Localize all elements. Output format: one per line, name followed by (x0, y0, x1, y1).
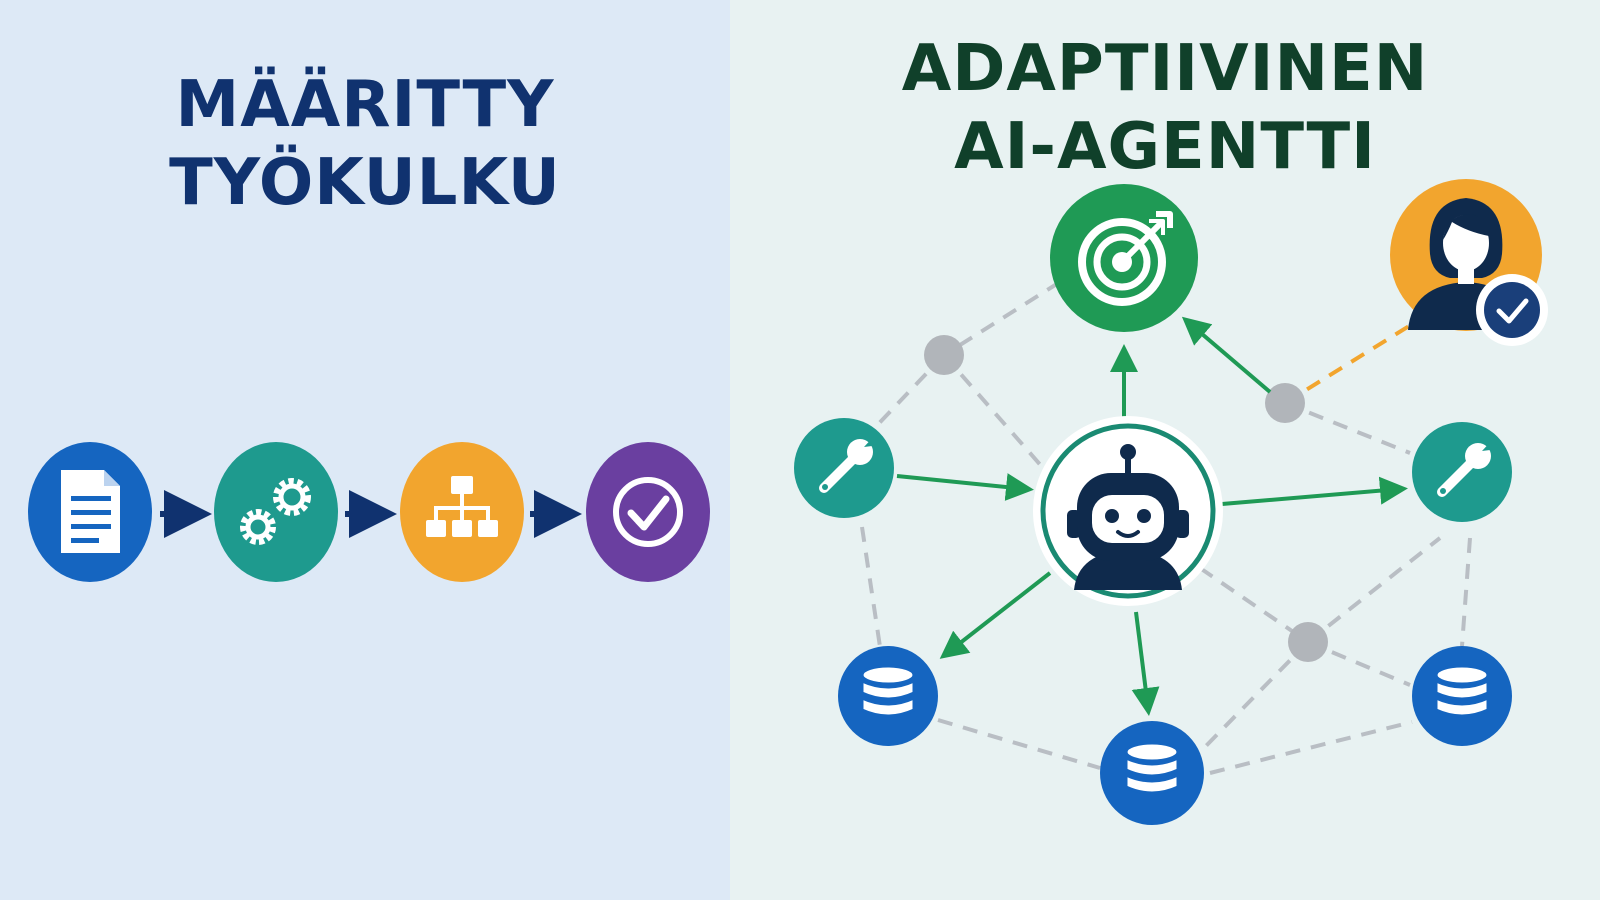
junction-node (924, 335, 964, 375)
junction-node (1265, 383, 1305, 423)
robot-icon (1067, 444, 1189, 590)
database-node-left (838, 646, 938, 746)
arrow-agent-to-tool (1221, 476, 1408, 506)
adaptive-agent-title-line2: AI-AGENTTI (954, 110, 1376, 184)
workflow-step-hierarchy (400, 442, 524, 582)
arrow-tool-to-agent (896, 473, 1034, 501)
arrow-agent-to-database-left (939, 571, 1052, 659)
ai-agent-node (1033, 416, 1223, 606)
tool-node-left (794, 418, 894, 518)
tool-node-right (1412, 422, 1512, 522)
wrench-icon (1437, 438, 1498, 497)
arrow-junction-to-goal (1181, 316, 1272, 394)
network-dashed-links (860, 280, 1472, 775)
goal-node (1050, 184, 1198, 332)
workflow-step-approved (586, 442, 710, 582)
check-circle-icon (613, 477, 683, 547)
human-oversight-link (1283, 316, 1424, 405)
target-icon (1078, 211, 1173, 306)
hierarchy-icon (426, 476, 498, 537)
document-icon (61, 470, 120, 553)
defined-workflow-title: MÄÄRITTY TYÖKULKU (0, 66, 730, 222)
wrench-icon (819, 434, 880, 493)
left-panel (0, 0, 730, 900)
database-icon (1124, 741, 1180, 795)
adaptive-agent-title: ADAPTIIVINEN AI-AGENTTI (730, 30, 1600, 186)
workflow-step-document (28, 442, 152, 582)
defined-workflow-title-line2: TYÖKULKU (169, 146, 561, 220)
workflow-step-gears (214, 442, 338, 582)
adaptive-agent-title-line1: ADAPTIIVINEN (901, 32, 1429, 106)
human-approver-node (1390, 179, 1548, 346)
database-node-bottom (1100, 721, 1204, 825)
defined-workflow-title-line1: MÄÄRITTY (175, 68, 555, 142)
network-junctions (924, 335, 1328, 662)
database-icon (860, 664, 916, 718)
database-node-right (1412, 646, 1512, 746)
arrow-agent-to-database-bottom (1131, 611, 1160, 716)
gears-icon (240, 478, 311, 545)
workflow-row (28, 442, 710, 582)
agent-arrows (896, 316, 1408, 716)
database-icon (1434, 664, 1490, 718)
approval-check-badge (1476, 274, 1548, 346)
junction-node (1288, 622, 1328, 662)
